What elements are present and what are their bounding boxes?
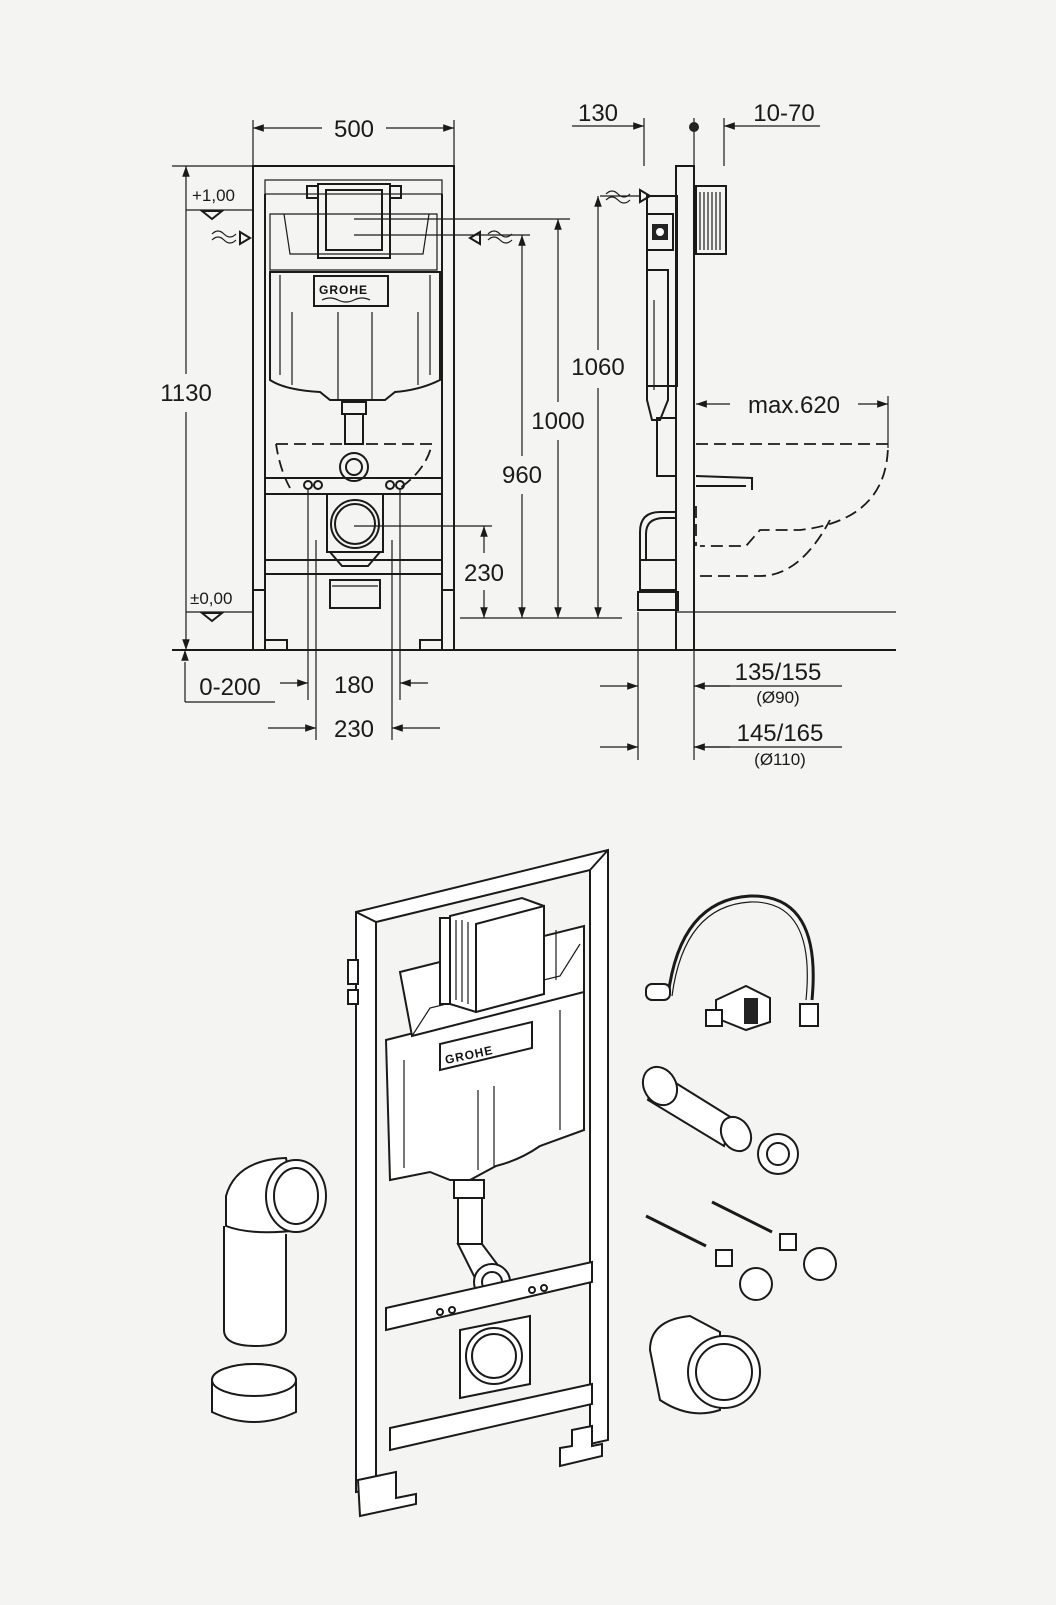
dim-1060: 1060 [571,354,624,381]
front-view: GROHE 500 [160,116,896,743]
dim-1000: 1000 [531,408,584,435]
pipe-110: (Ø110) [754,750,806,769]
dim-offset: 0-200 [199,674,260,701]
dim-max620: max.620 [748,392,840,419]
dim-135-155: 135/155 [735,659,822,686]
dim-960: 960 [502,462,542,489]
side-view: 130 10-70 1060 max.620 135/155 (Ø90) 145… [571,100,896,769]
dim-10-70: 10-70 [753,100,814,127]
frame-outer [252,165,455,651]
dim-230-width: 230 [334,716,374,743]
level-zero: ±0,00 [190,589,232,608]
brand-logo: GROHE [319,283,368,297]
isometric-view: GROHE [211,848,837,1518]
logo-box [313,275,389,307]
flush-plate [317,183,391,259]
dim-180: 180 [334,672,374,699]
dim-130: 130 [578,100,618,127]
iso-logo-box [439,1020,533,1072]
pipe-90: (Ø90) [756,688,799,707]
dim-230-height: 230 [464,560,504,587]
side-frame [675,165,695,651]
dim-width: 500 [334,116,374,143]
cistern-body [269,271,441,401]
dim-145-165: 145/165 [737,720,824,747]
dim-height-total: 1130 [160,380,212,407]
iso-cistern [384,988,585,1182]
level-top: +1,00 [192,186,235,205]
